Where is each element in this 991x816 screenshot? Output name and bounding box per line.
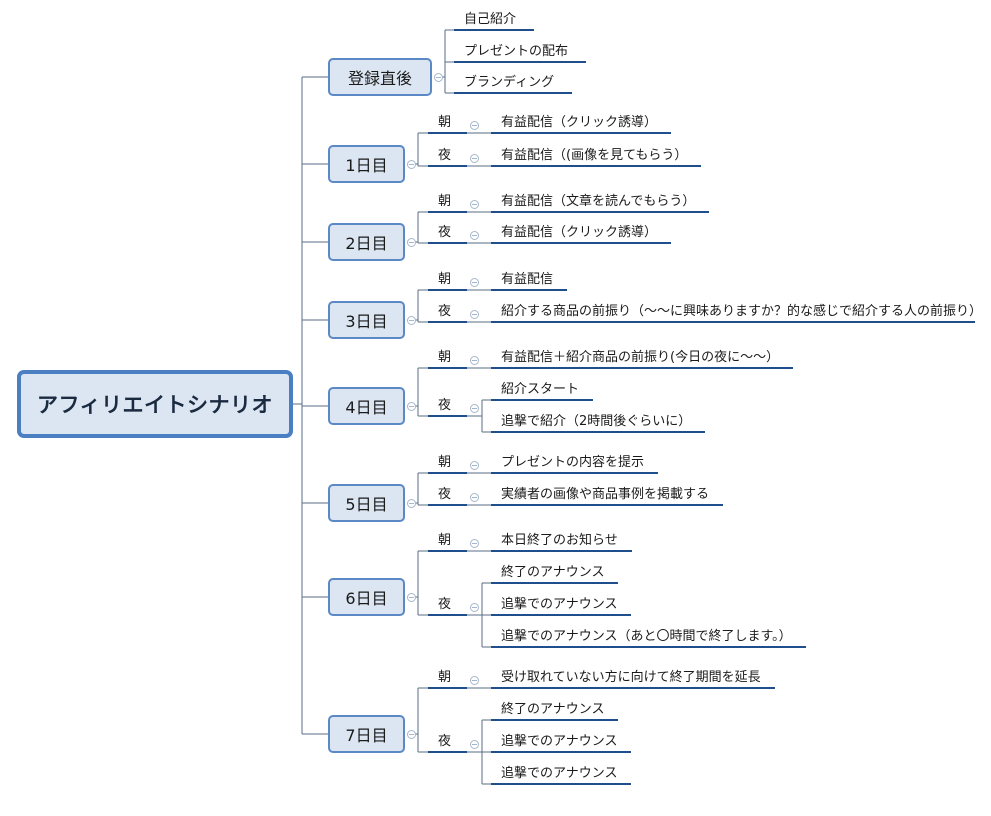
- stage-collapse-icon[interactable]: [407, 499, 416, 508]
- stage-collapse-icon[interactable]: [434, 73, 443, 82]
- root-node[interactable]: アフィリエイトシナリオ: [17, 370, 293, 438]
- leaf-label[interactable]: 追撃でのアナウンス: [501, 597, 618, 612]
- leaf-label[interactable]: 追撃でのアナウンス: [501, 766, 618, 781]
- leaf-label[interactable]: 有益配信（クリック誘導）: [501, 115, 658, 130]
- slot-collapse-icon[interactable]: [470, 278, 479, 287]
- time-slot-label[interactable]: 朝: [438, 670, 452, 685]
- slot-collapse-icon[interactable]: [470, 356, 479, 365]
- stage-collapse-icon[interactable]: [407, 730, 416, 739]
- time-slot-label[interactable]: 朝: [438, 115, 452, 130]
- slot-collapse-icon[interactable]: [470, 231, 479, 240]
- stage-node[interactable]: 1日目: [328, 145, 405, 183]
- stage-collapse-icon[interactable]: [407, 402, 416, 411]
- leaf-label[interactable]: 追撃でのアナウンス: [501, 734, 618, 749]
- time-slot-label[interactable]: 朝: [438, 194, 452, 209]
- time-slot-label[interactable]: 夜: [438, 148, 452, 163]
- leaf-label[interactable]: 実績者の画像や商品事例を掲載する: [501, 487, 710, 502]
- stage-node[interactable]: 5日目: [328, 484, 405, 522]
- leaf-label[interactable]: 受け取れていない方に向けて終了期間を延長: [501, 670, 761, 685]
- leaf-label[interactable]: プレゼントの配布: [464, 44, 569, 59]
- leaf-label[interactable]: ブランディング: [464, 75, 555, 90]
- stage-collapse-icon[interactable]: [407, 160, 416, 169]
- stage-node[interactable]: 3日目: [328, 301, 405, 339]
- time-slot-label[interactable]: 朝: [438, 455, 452, 470]
- time-slot-label[interactable]: 夜: [438, 734, 452, 749]
- slot-collapse-icon[interactable]: [470, 740, 479, 749]
- leaf-label[interactable]: 紹介する商品の前振り（～～に興味ありますか？的な感じで紹介する人の前振り）: [501, 304, 983, 319]
- slot-collapse-icon[interactable]: [470, 493, 479, 502]
- slot-collapse-icon[interactable]: [470, 461, 479, 470]
- leaf-label[interactable]: 紹介スタート: [501, 382, 580, 397]
- time-slot-label[interactable]: 夜: [438, 487, 452, 502]
- leaf-label[interactable]: 有益配信（(画像を見てもらう）: [501, 148, 688, 163]
- stage-collapse-icon[interactable]: [407, 238, 416, 247]
- slot-collapse-icon[interactable]: [470, 539, 479, 548]
- leaf-label[interactable]: 有益配信: [501, 272, 554, 287]
- leaf-label[interactable]: プレゼントの内容を提示: [501, 455, 645, 470]
- leaf-label[interactable]: 有益配信（文章を読んでもらう）: [501, 194, 696, 209]
- stage-collapse-icon[interactable]: [407, 593, 416, 602]
- stage-node[interactable]: 登録直後: [328, 58, 432, 96]
- slot-collapse-icon[interactable]: [470, 200, 479, 209]
- stage-node[interactable]: 7日目: [328, 715, 405, 753]
- leaf-label[interactable]: 追撃で紹介（2時間後ぐらいに）: [501, 414, 692, 429]
- stage-node[interactable]: 2日目: [328, 223, 405, 261]
- leaf-label[interactable]: 追撃でのアナウンス（あと〇時間で終了します。）: [501, 629, 792, 644]
- stage-node[interactable]: 6日目: [328, 578, 405, 616]
- leaf-label[interactable]: 終了のアナウンス: [501, 702, 605, 717]
- leaf-label[interactable]: 本日終了のお知らせ: [501, 533, 618, 548]
- slot-collapse-icon[interactable]: [470, 310, 479, 319]
- leaf-label[interactable]: 有益配信（クリック誘導）: [501, 225, 658, 240]
- slot-collapse-icon[interactable]: [470, 676, 479, 685]
- leaf-label[interactable]: 有益配信＋紹介商品の前振り(今日の夜に～～）: [501, 350, 780, 365]
- leaf-label[interactable]: 自己紹介: [464, 12, 517, 27]
- leaf-label[interactable]: 終了のアナウンス: [501, 565, 605, 580]
- slot-collapse-icon[interactable]: [470, 404, 479, 413]
- stage-collapse-icon[interactable]: [407, 316, 416, 325]
- time-slot-label[interactable]: 朝: [438, 272, 452, 287]
- time-slot-label[interactable]: 夜: [438, 225, 452, 240]
- time-slot-label[interactable]: 夜: [438, 597, 452, 612]
- time-slot-label[interactable]: 夜: [438, 398, 452, 413]
- time-slot-label[interactable]: 朝: [438, 533, 452, 548]
- stage-node[interactable]: 4日目: [328, 387, 405, 425]
- time-slot-label[interactable]: 夜: [438, 304, 452, 319]
- slot-collapse-icon[interactable]: [470, 154, 479, 163]
- time-slot-label[interactable]: 朝: [438, 350, 452, 365]
- slot-collapse-icon[interactable]: [470, 603, 479, 612]
- slot-collapse-icon[interactable]: [470, 121, 479, 130]
